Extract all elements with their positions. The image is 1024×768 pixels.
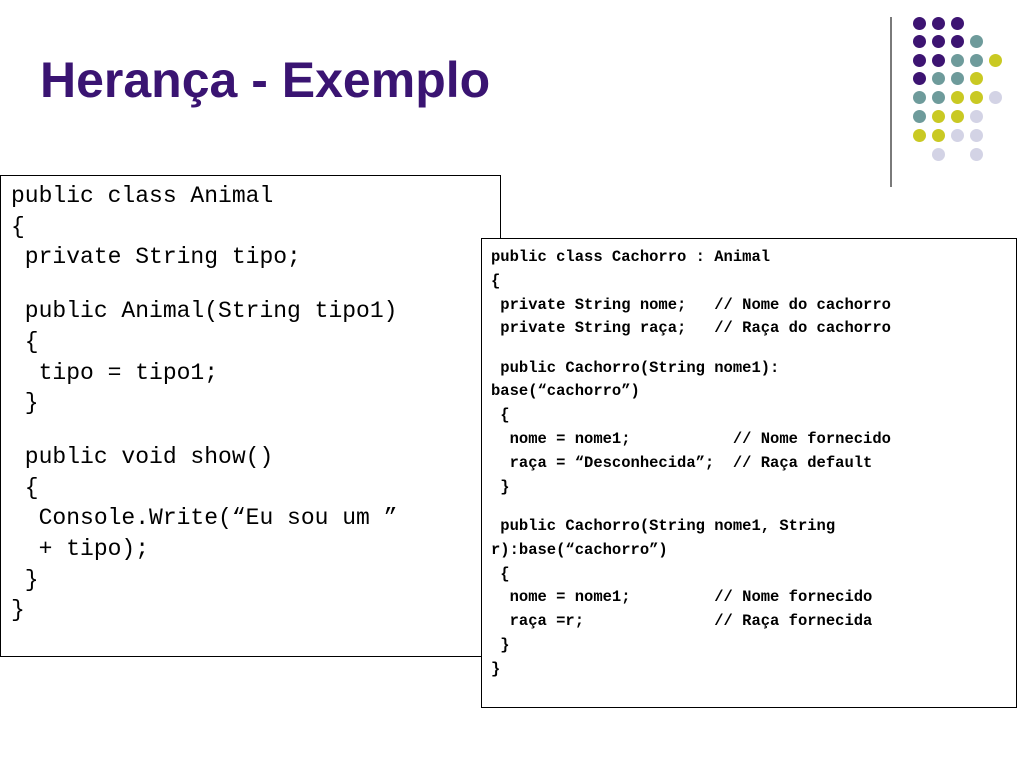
- decorative-dot: [989, 91, 1002, 104]
- decorative-dot: [932, 54, 945, 67]
- decorative-dot: [913, 54, 926, 67]
- code-line: {: [11, 474, 39, 501]
- decorative-dot: [970, 72, 983, 85]
- decorative-dot: [932, 148, 945, 161]
- decorative-dot: [913, 72, 926, 85]
- code-line: {: [491, 406, 510, 425]
- code-line: public Cachorro(String nome1, String: [491, 516, 836, 535]
- decorative-dot: [951, 54, 964, 67]
- code-line: public class Cachorro : Animal: [491, 248, 771, 266]
- decorative-dot: [913, 110, 926, 123]
- decorative-dot: [970, 35, 983, 48]
- decorative-dot: [932, 129, 945, 142]
- code-line: public void show(): [11, 443, 274, 470]
- decorative-dot: [913, 91, 926, 104]
- code-line: [491, 341, 1007, 357]
- code-line: [11, 273, 490, 296]
- code-line: {: [11, 213, 25, 240]
- code-line: {: [491, 271, 501, 290]
- code-line: public Cachorro(String nome1):: [491, 358, 780, 377]
- code-line: base(“cachorro”): [491, 382, 640, 401]
- decorative-dot: [932, 35, 945, 48]
- decorative-dot: [932, 110, 945, 123]
- decorative-dot: [970, 129, 983, 142]
- decorative-dot: [913, 129, 926, 142]
- slide-title: Herança - Exemplo: [40, 52, 491, 108]
- decorative-dot: [913, 35, 926, 48]
- code-line: public class Animal: [11, 183, 274, 209]
- decorative-dot: [932, 91, 945, 104]
- code-line: private String tipo;: [11, 244, 301, 271]
- code-line: Console.Write(“Eu sou um ”: [11, 505, 398, 532]
- code-line: private String nome; // Nome do cachorro: [491, 295, 891, 314]
- code-line: }: [11, 566, 39, 593]
- code-line: [11, 419, 490, 442]
- decorative-dot: [932, 17, 945, 30]
- decorative-dot: [970, 110, 983, 123]
- decorative-dot: [970, 148, 983, 161]
- code-line: }: [491, 659, 501, 678]
- decorative-vertical-line: [890, 17, 892, 187]
- code-line: }: [11, 597, 25, 624]
- decorative-dot: [913, 17, 926, 30]
- code-block-cachorro: public class Cachorro : Animal { private …: [481, 238, 1017, 708]
- decorative-dot: [932, 72, 945, 85]
- code-line: raça =r; // Raça fornecida: [491, 612, 873, 631]
- code-line: }: [11, 390, 39, 417]
- code-line: nome = nome1; // Nome fornecido: [491, 588, 873, 607]
- code-line: }: [491, 477, 510, 496]
- code-line: private String raça; // Raça do cachorro: [491, 319, 891, 338]
- decorative-dot: [951, 17, 964, 30]
- decorative-dot: [970, 54, 983, 67]
- code-line: nome = nome1; // Nome fornecido: [491, 430, 891, 449]
- code-line: {: [11, 328, 39, 355]
- decorative-dot: [951, 91, 964, 104]
- code-line: }: [491, 635, 510, 654]
- code-line: + tipo);: [11, 536, 150, 563]
- decorative-dot: [989, 54, 1002, 67]
- decorative-dot: [951, 35, 964, 48]
- code-line: {: [491, 564, 510, 583]
- decorative-dot: [951, 110, 964, 123]
- code-line: public Animal(String tipo1): [11, 298, 398, 325]
- decorative-dot: [970, 91, 983, 104]
- code-line: r):base(“cachorro”): [491, 540, 668, 559]
- code-line: tipo = tipo1;: [11, 359, 219, 386]
- code-line: raça = “Desconhecida”; // Raça default: [491, 453, 873, 472]
- decorative-dot: [951, 129, 964, 142]
- code-line: [491, 499, 1007, 515]
- code-block-animal: public class Animal { private String tipo…: [0, 175, 501, 657]
- decorative-dot: [951, 72, 964, 85]
